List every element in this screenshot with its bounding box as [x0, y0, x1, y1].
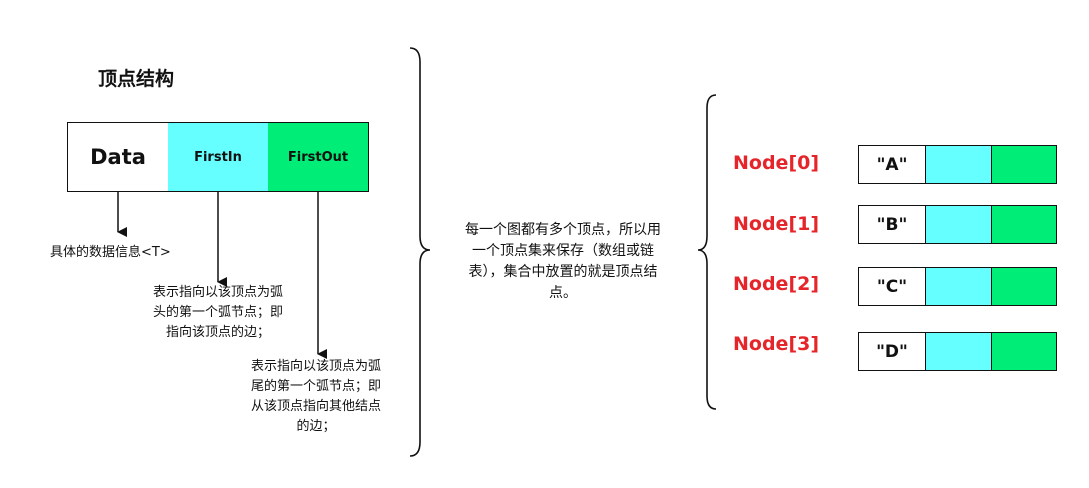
explanation-line: 表），集合中放置的就是顶点结 — [468, 264, 658, 280]
node-row-3: "D" — [858, 332, 1057, 371]
right-brace — [409, 47, 431, 457]
explanation-line: 每一个图都有多个顶点，所以用 — [465, 222, 661, 238]
data-description: 具体的数据信息<T> — [50, 245, 171, 260]
vertex-data-cell: Data — [67, 122, 169, 192]
node-value-cell: "D" — [858, 332, 926, 371]
node-label-1: Node[1] — [733, 213, 820, 235]
vertex-first-in-cell: FirstIn — [168, 122, 269, 192]
first-out-desc-line: 从该顶点指向其他结点 — [250, 399, 381, 414]
node-label-2: Node[2] — [733, 273, 820, 295]
node-value-cell: "C" — [858, 267, 926, 306]
node-first-in-cell — [926, 267, 992, 306]
node-label-0: Node[0] — [733, 152, 820, 174]
explanation-line: 一个顶点集来保存（数组或链 — [472, 243, 654, 259]
first-in-desc-line: 头的第一个弧节点；即 — [152, 305, 283, 320]
node-value-cell: "A" — [858, 145, 926, 184]
first-in-description: 表示指向以该顶点为弧 头的第一个弧节点；即 指向该顶点的边； — [138, 283, 298, 343]
explanation-line: 点。 — [549, 285, 577, 301]
left-brace — [697, 94, 717, 410]
node-first-out-cell — [992, 145, 1057, 184]
node-first-in-cell — [926, 145, 992, 184]
vertex-first-out-cell: FirstOut — [268, 122, 369, 192]
first-out-desc-line: 的边； — [296, 419, 336, 434]
first-out-desc-line: 表示指向以该顶点为弧 — [250, 359, 381, 374]
section-title: 顶点结构 — [98, 68, 175, 90]
node-label-3: Node[3] — [733, 333, 820, 355]
first-in-desc-line: 表示指向以该顶点为弧 — [152, 285, 283, 300]
node-first-out-cell — [992, 267, 1057, 306]
node-row-2: "C" — [858, 267, 1057, 306]
node-row-0: "A" — [858, 145, 1057, 184]
node-first-out-cell — [992, 332, 1057, 371]
node-row-1: "B" — [858, 205, 1057, 244]
node-first-in-cell — [926, 332, 992, 371]
node-first-in-cell — [926, 205, 992, 244]
first-out-description: 表示指向以该顶点为弧 尾的第一个弧节点；即 从该顶点指向其他结点 的边； — [236, 357, 396, 437]
first-in-desc-line: 指向该顶点的边； — [165, 325, 270, 340]
vertex-set-explanation: 每一个图都有多个顶点，所以用 一个顶点集来保存（数组或链 表），集合中放置的就是… — [438, 220, 688, 304]
node-value-cell: "B" — [858, 205, 926, 244]
node-first-out-cell — [992, 205, 1057, 244]
first-out-desc-line: 尾的第一个弧节点；即 — [250, 379, 381, 394]
